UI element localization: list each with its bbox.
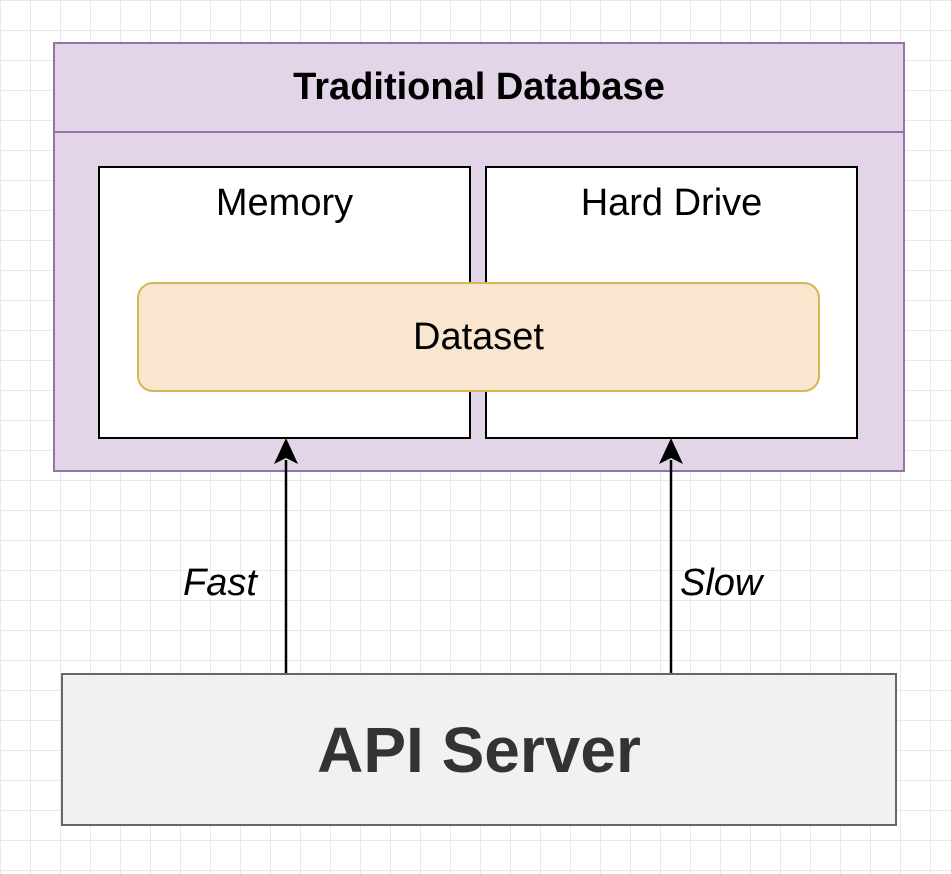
slow-edge-label: Slow: [680, 562, 763, 604]
api-server-label: API Server: [317, 713, 641, 786]
hard-drive-label: Hard Drive: [580, 182, 763, 224]
dataset-label: Dataset: [413, 315, 544, 358]
traditional-database-title: Traditional Database: [293, 66, 665, 108]
traditional-database-header: Traditional Database: [53, 42, 905, 133]
dataset-box: Dataset: [137, 282, 820, 392]
fast-arrow: [274, 438, 298, 673]
slow-arrow: [659, 438, 683, 673]
fast-edge-label: Fast: [183, 562, 257, 604]
memory-label: Memory: [215, 182, 354, 224]
api-server-box: API Server: [61, 673, 897, 826]
